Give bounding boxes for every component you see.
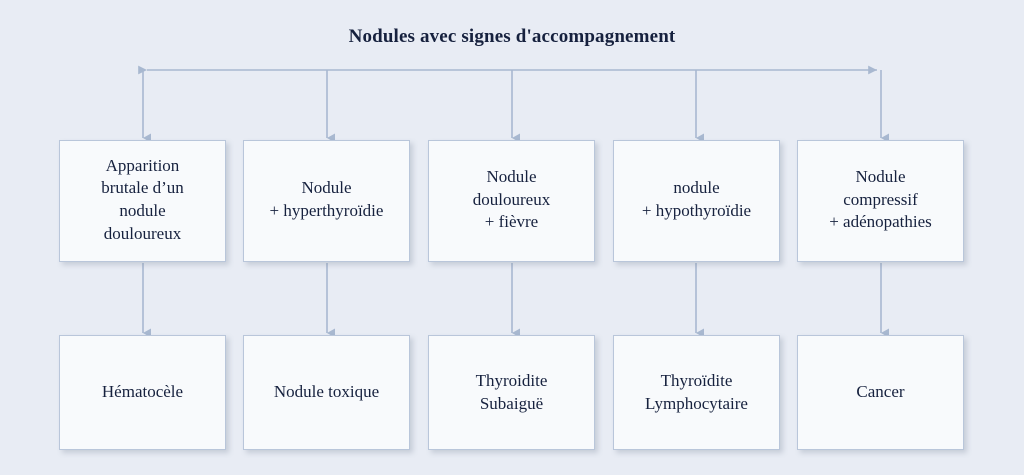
diagnosis-label-5: Cancer: [856, 382, 905, 402]
diagnosis-box-4[interactable]: Thyroïdite Lymphocytaire: [613, 335, 780, 450]
presentation-box-2[interactable]: Nodule + hyperthyroïdie: [243, 140, 410, 262]
diagnosis-label-2: Nodule toxique: [273, 382, 380, 402]
presentation-box-4[interactable]: nodule + hypothyroïdie: [613, 140, 780, 262]
presentation-label-5: Nodule compressif + adénopathies: [829, 167, 932, 232]
diagram-title: Nodules avec signes d'accompagnement: [348, 26, 676, 47]
diagnosis-label-3: Thyroidite Subaiguë: [475, 370, 548, 413]
diagnosis-box-1[interactable]: Hématocèle: [59, 335, 226, 450]
presentation-box-3[interactable]: Nodule douloureux + fièvre: [428, 140, 595, 262]
presentation-label-2: Nodule + hyperthyroïdie: [269, 178, 384, 220]
presentation-label-3: Nodule douloureux + fièvre: [472, 167, 551, 232]
diagnosis-box-2[interactable]: Nodule toxique: [243, 335, 410, 450]
diagnosis-label-4: Thyroïdite Lymphocytaire: [645, 370, 748, 413]
presentation-label-1: Apparition brutale d’un nodule douloureu…: [101, 155, 184, 243]
presentation-box-5[interactable]: Nodule compressif + adénopathies: [797, 140, 964, 262]
diagnosis-box-5[interactable]: Cancer: [797, 335, 964, 450]
presentation-box-1[interactable]: Apparition brutale d’un nodule douloureu…: [59, 140, 226, 262]
diagnosis-box-3[interactable]: Thyroidite Subaiguë: [428, 335, 595, 450]
diagnosis-label-1: Hématocèle: [101, 382, 184, 402]
presentation-label-4: nodule + hypothyroïdie: [641, 178, 752, 220]
